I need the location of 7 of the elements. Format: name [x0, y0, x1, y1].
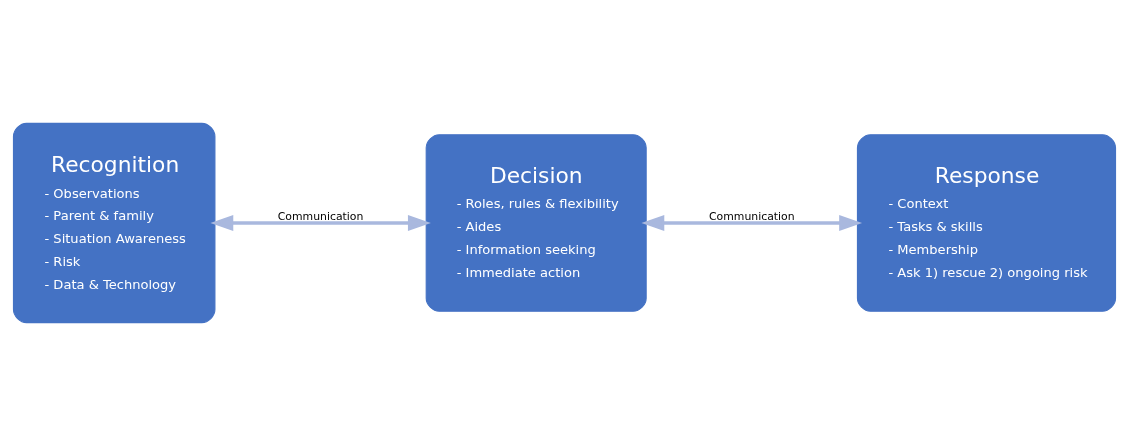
edge-label: Communication	[277, 209, 364, 223]
node-box: Decision - Roles, rules & flexibility - Aides - Information seeking - Immediate action	[425, 134, 647, 312]
edge-label: Communication	[708, 209, 795, 223]
node-box: Recognition - Observations - Parent & family - Situation Awareness - Risk - Data & Technology	[12, 122, 216, 324]
arrow	[641, 214, 863, 232]
arrow	[210, 214, 431, 232]
node-box: Response - Context - Tasks & skills - Membership - Ask 1) rescue 2) ongoing risk	[856, 134, 1117, 312]
